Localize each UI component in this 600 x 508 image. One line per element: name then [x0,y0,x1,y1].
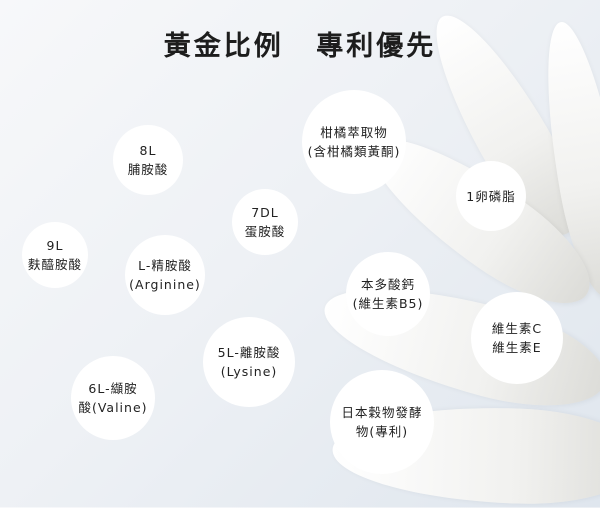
ingredient-line: 脯胺酸 [127,162,169,177]
ingredient-lysine: 5L-離胺酸 (Lysine) [203,317,295,407]
title-part-1: 黃金比例 [163,31,284,62]
ingredient-line: 6L-纈胺 [88,381,138,396]
ingredient-line: 麩醯胺酸 [27,257,82,272]
ingredient-line: (Lysine) [220,364,278,379]
ingredient-line: (Arginine) [129,277,201,292]
ingredient-glutamine: 9L 麩醯胺酸 [22,222,88,288]
ingredient-citrus-extract: 柑橘萃取物 (含柑橘類黃酮) [302,90,406,194]
ingredient-line: 1卵磷脂 [466,188,516,204]
ingredient-proline: 8L 脯胺酸 [113,125,183,195]
ingredient-grain-ferment: 日本穀物發酵 物(專利) [330,370,434,474]
ingredient-line: 維生素C [491,321,543,336]
ingredient-methionine: 7DL 蛋胺酸 [232,189,298,255]
ingredient-line: L-精胺酸 [138,258,192,273]
ingredient-line: 物(專利) [355,424,409,439]
ingredient-line: 本多酸鈣 [360,277,415,292]
ingredient-line: 柑橘萃取物 [320,125,388,140]
ingredient-arginine: L-精胺酸 (Arginine) [125,235,205,315]
ingredient-lecithin: 1卵磷脂 [456,161,526,231]
page-title: 黃金比例 專利優先 [0,24,600,63]
ingredient-line: 蛋胺酸 [244,224,286,239]
ingredient-vitamins-c-e: 維生素C 維生素E [471,292,563,384]
ingredient-line: (含柑橘類黃酮) [307,144,401,159]
ingredient-line: 日本穀物發酵 [341,405,423,420]
ingredient-line: 5L-離胺酸 [217,345,281,360]
ingredient-line: 酸(Valine) [78,400,148,415]
ingredient-pantothenate: 本多酸鈣 (維生素B5) [346,252,430,336]
ingredient-line: 9L [46,238,64,253]
title-part-2: 專利優先 [316,31,437,62]
ingredient-valine: 6L-纈胺 酸(Valine) [71,356,155,440]
ingredient-line: 8L [139,143,157,158]
ingredient-line: 維生素E [492,340,542,355]
ingredient-line: 7DL [251,205,279,220]
ingredient-line: (維生素B5) [352,296,424,311]
